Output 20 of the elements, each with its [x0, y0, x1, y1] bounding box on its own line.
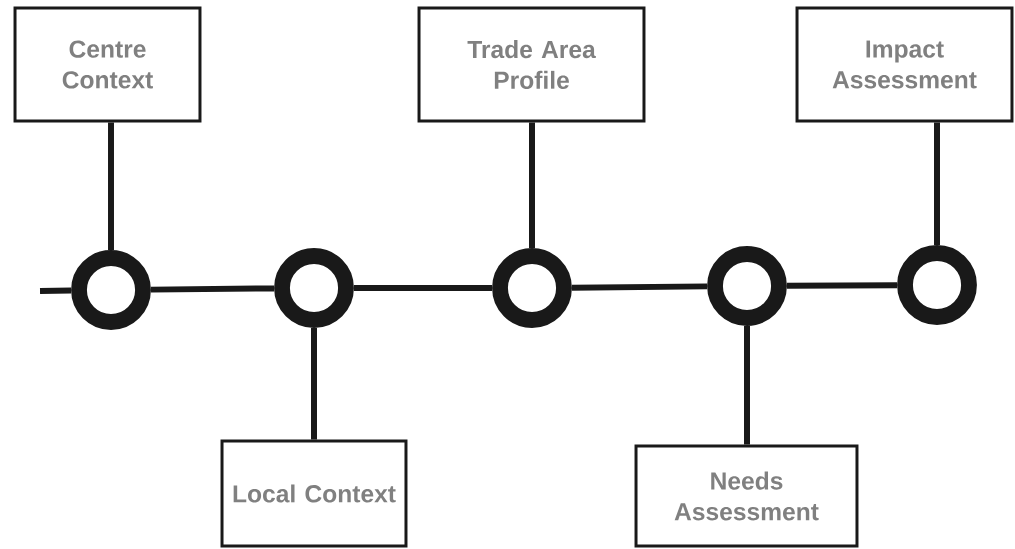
ring-node	[274, 248, 354, 328]
connector-line	[311, 327, 317, 440]
connector-line	[744, 325, 750, 445]
connector-line	[934, 122, 940, 246]
connector-line	[571, 283, 708, 291]
connector-line	[108, 122, 114, 251]
connector-line	[150, 285, 275, 293]
text-box: Local Context	[220, 439, 408, 548]
text-box: Impact Assessment	[795, 6, 1014, 123]
connector-line	[786, 282, 898, 289]
connector-line	[353, 285, 493, 291]
ring-node	[492, 248, 572, 328]
connector-line	[529, 122, 535, 249]
ring-node	[707, 246, 787, 326]
text-box: Needs Assessment	[634, 444, 859, 548]
ring-node	[897, 245, 977, 325]
text-box: Centre Context	[13, 6, 202, 123]
ring-node	[71, 250, 151, 330]
text-box: Trade Area Profile	[417, 6, 646, 123]
connector-line	[39, 287, 72, 294]
